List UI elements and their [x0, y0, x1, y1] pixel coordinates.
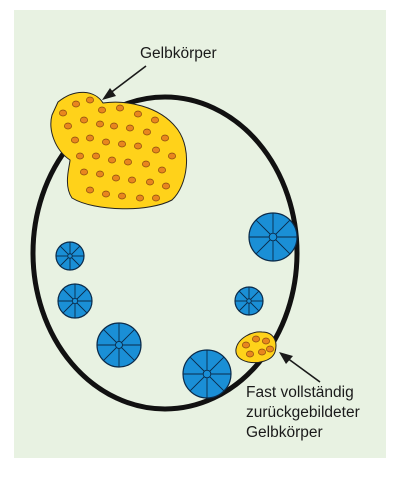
corpus-luteum-dot: [161, 135, 168, 141]
follicle-icon: [56, 242, 84, 270]
corpus-luteum-dot: [134, 111, 141, 117]
corpus-luteum-dot: [96, 171, 103, 177]
corpus-luteum-dot: [86, 135, 93, 141]
corpus-luteum-dot: [72, 101, 79, 107]
follicle-icon: [97, 323, 141, 367]
corpus-luteum-dot: [158, 167, 165, 173]
corpus-luteum-dot: [128, 177, 135, 183]
label-regressed-line-2: zurückgebildeter: [246, 403, 360, 423]
corpus-luteum-dot: [80, 117, 87, 123]
corpus-luteum-dot: [108, 157, 115, 163]
follicle-icon: [235, 287, 263, 315]
corpus-luteum-dot: [118, 141, 125, 147]
corpus-luteum-dot: [168, 153, 175, 159]
corpus-luteum-dot: [152, 195, 159, 201]
follicle-icon: [183, 350, 231, 398]
follicle-icon: [249, 213, 297, 261]
corpus-luteum-dot: [80, 169, 87, 175]
regressed-corpus-luteum-dot: [266, 346, 273, 352]
corpus-luteum-dot: [118, 193, 125, 199]
corpus-luteum-dot: [124, 159, 131, 165]
regressed-corpus-luteum-dot: [258, 349, 265, 355]
label-regressed-line-3: Gelbkörper: [246, 423, 360, 443]
corpus-luteum-dot: [86, 97, 93, 103]
label-regressed-corpus-luteum: Fast vollständig zurückgebildeter Gelbkö…: [246, 383, 360, 443]
corpus-luteum-dot: [92, 153, 99, 159]
follicle-icon: [58, 284, 92, 318]
corpus-luteum-dot: [152, 147, 159, 153]
corpus-luteum-dot: [112, 175, 119, 181]
label-regressed-line-1: Fast vollständig: [246, 383, 360, 403]
corpus-luteum-dot: [64, 123, 71, 129]
corpus-luteum-dot: [110, 123, 117, 129]
corpus-luteum-dot: [136, 195, 143, 201]
corpus-luteum-dot: [102, 139, 109, 145]
corpus-luteum-dot: [76, 153, 83, 159]
corpus-luteum-dot: [162, 183, 169, 189]
corpus-luteum-dot: [142, 161, 149, 167]
corpus-luteum-dot: [96, 121, 103, 127]
regressed-corpus-luteum-dot: [262, 338, 269, 344]
corpus-luteum-dot: [146, 179, 153, 185]
corpus-luteum-dot: [59, 110, 66, 116]
corpus-luteum-dot: [102, 191, 109, 197]
corpus-luteum-dot: [116, 105, 123, 111]
corpus-luteum-dot: [126, 125, 133, 131]
regressed-corpus-luteum-dot: [246, 351, 253, 357]
corpus-luteum-dot: [86, 187, 93, 193]
corpus-luteum-dot: [98, 107, 105, 113]
corpus-luteum-dot: [143, 129, 150, 135]
corpus-luteum-dot: [134, 143, 141, 149]
label-corpus-luteum: Gelbkörper: [140, 44, 217, 64]
corpus-luteum-dot: [71, 137, 78, 143]
regressed-corpus-luteum-dot: [242, 342, 249, 348]
corpus-luteum-dot: [151, 117, 158, 123]
regressed-corpus-luteum-dot: [252, 336, 259, 342]
